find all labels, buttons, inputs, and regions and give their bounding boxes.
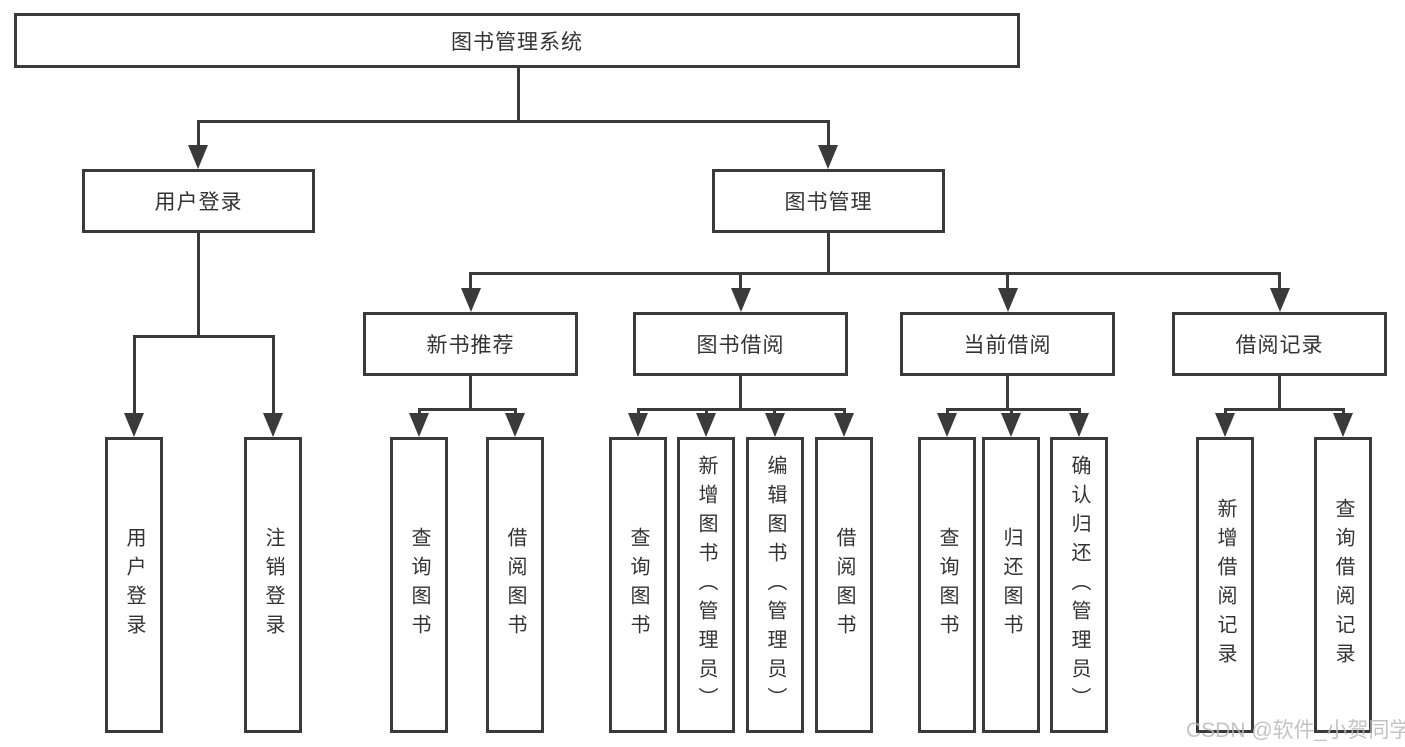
connector-drop-logout-leaf (272, 335, 275, 417)
node-borrowing-records: 借阅记录 (1172, 312, 1387, 376)
arrowhead-br-query (1333, 413, 1353, 437)
connector-drop-user-login (197, 120, 200, 148)
node-book-management: 图书管理 (712, 169, 945, 233)
node-label: 图书管理系统 (451, 30, 583, 54)
connector-book-borrow-stem (739, 376, 742, 408)
leaf-cb-confirm-return-admin: 确认归还（管理员） (1050, 437, 1108, 733)
leaf-bb-query-books: 查询图书 (609, 437, 667, 733)
arrowhead-current-borrow (998, 288, 1018, 312)
arrowhead-bb-borrow (834, 413, 854, 437)
arrowhead-cb-confirm (1069, 413, 1089, 437)
arrowhead-bb-add (696, 413, 716, 437)
leaf-nb-borrow-books: 借阅图书 (486, 437, 544, 733)
connector-user-login-bar (133, 335, 275, 338)
connector-drop-login-leaf (133, 335, 136, 417)
leaf-br-query-record: 查询借阅记录 (1314, 437, 1372, 733)
node-label: 当前借阅 (963, 334, 1052, 357)
connector-drop-book-borrow (739, 272, 742, 292)
connector-level3-bar (469, 272, 1281, 275)
leaf-bb-borrow-books: 借阅图书 (815, 437, 873, 733)
connector-new-book-bar (418, 408, 516, 411)
connector-user-login-stem (197, 233, 200, 335)
leaf-label: 新增借阅记录 (1214, 498, 1236, 672)
leaf-cb-return-books: 归还图书 (982, 437, 1040, 733)
connector-borrow-records-bar (1224, 408, 1344, 411)
leaf-label: 查询图书 (627, 527, 649, 643)
connector-drop-book-mgmt (827, 120, 830, 148)
connector-book-mgmt-stem (827, 233, 830, 272)
connector-borrow-records-stem (1278, 376, 1281, 408)
connector-current-borrow-stem (1006, 376, 1009, 408)
node-label: 新书推荐 (426, 334, 515, 357)
leaf-label: 注销登录 (262, 527, 284, 643)
arrowhead-nb-borrow (505, 413, 525, 437)
leaf-label: 编辑图书（管理员） (764, 454, 786, 716)
connector-level2-bar (197, 120, 830, 123)
leaf-label: 查询借阅记录 (1332, 498, 1354, 672)
node-label: 借阅记录 (1235, 334, 1324, 357)
arrowhead-cb-return (1001, 413, 1021, 437)
connector-new-book-stem (469, 376, 472, 408)
leaf-label: 借阅图书 (833, 527, 855, 643)
leaf-label: 新增图书（管理员） (695, 454, 717, 716)
node-user-login: 用户登录 (82, 169, 315, 233)
connector-drop-borrow-records (1278, 272, 1281, 292)
leaf-br-add-record: 新增借阅记录 (1196, 437, 1254, 733)
leaf-label: 确认归还（管理员） (1068, 454, 1090, 716)
arrowhead-logout-leaf (263, 413, 283, 437)
arrowhead-br-add (1215, 413, 1235, 437)
connector-drop-new-book (469, 272, 472, 292)
node-label: 图书借阅 (696, 334, 785, 357)
leaf-label: 查询图书 (936, 527, 958, 643)
arrowhead-borrow-records (1270, 288, 1290, 312)
arrowhead-new-book (461, 288, 481, 312)
arrowhead-cb-query (937, 413, 957, 437)
leaf-bb-add-books-admin: 新增图书（管理员） (677, 437, 735, 733)
node-root-library-system: 图书管理系统 (14, 13, 1020, 68)
node-current-borrowing: 当前借阅 (900, 312, 1115, 376)
arrowhead-user-login (188, 145, 208, 169)
connector-current-borrow-bar (946, 408, 1080, 411)
node-book-borrowing: 图书借阅 (633, 312, 848, 376)
leaf-nb-query-books: 查询图书 (390, 437, 448, 733)
leaf-logout: 注销登录 (244, 437, 302, 733)
node-label: 用户登录 (154, 191, 243, 214)
leaf-label: 查询图书 (408, 527, 430, 643)
node-new-book-recommend: 新书推荐 (363, 312, 578, 376)
connector-drop-current-borrow (1006, 272, 1009, 292)
csdn-watermark: CSDN @软件_小贺同学 (1186, 719, 1405, 742)
node-label: 图书管理 (784, 191, 873, 214)
arrowhead-book-mgmt (818, 145, 838, 169)
leaf-label: 归还图书 (1000, 527, 1022, 643)
leaf-cb-query-books: 查询图书 (918, 437, 976, 733)
leaf-label: 用户登录 (123, 527, 145, 643)
arrowhead-bb-query (628, 413, 648, 437)
arrowhead-book-borrow (731, 288, 751, 312)
arrowhead-bb-edit (765, 413, 785, 437)
arrowhead-nb-query (409, 413, 429, 437)
leaf-user-login: 用户登录 (105, 437, 163, 733)
arrowhead-login-leaf (124, 413, 144, 437)
connector-book-borrow-bar (637, 408, 845, 411)
connector-root-stem (517, 68, 520, 120)
leaf-label: 借阅图书 (504, 527, 526, 643)
leaf-bb-edit-books-admin: 编辑图书（管理员） (746, 437, 804, 733)
